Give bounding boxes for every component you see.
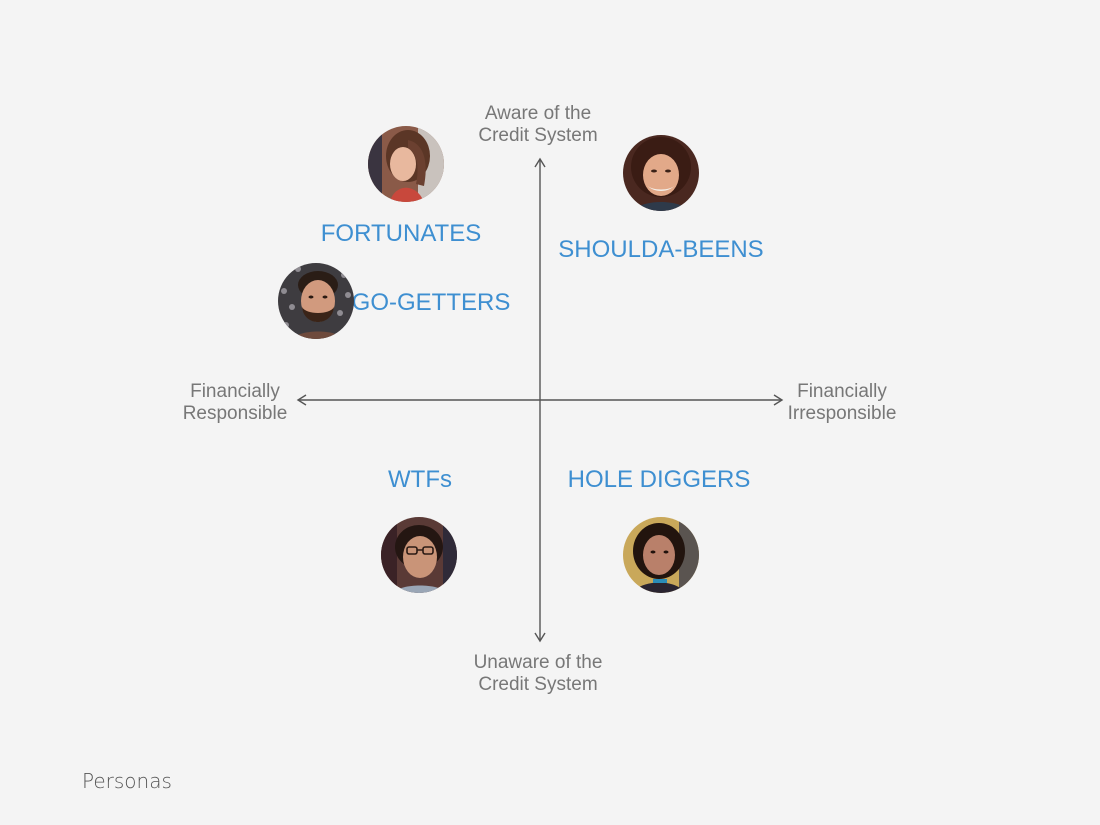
arrow-down-icon bbox=[534, 632, 546, 643]
persona-label-wtfs: WTFs bbox=[388, 466, 452, 493]
portrait-fortunates-image bbox=[368, 126, 444, 202]
avatar-hole-diggers bbox=[623, 517, 699, 593]
persona-label-fortunates: FORTUNATES bbox=[320, 220, 482, 247]
arrow-left-icon bbox=[296, 394, 307, 406]
axis-label-left-line2: Responsible bbox=[182, 403, 288, 424]
axis-label-top-line1: Aware of the bbox=[484, 103, 592, 124]
axis-label-left-line1: Financially bbox=[190, 381, 280, 402]
persona-label-go-getters: GO-GETTERS bbox=[351, 289, 511, 316]
axis-label-top: Aware of the Credit System bbox=[458, 103, 618, 147]
persona-label-hole-diggers: HOLE DIGGERS bbox=[567, 466, 751, 493]
axis-label-bottom: Unaware of the Credit System bbox=[458, 652, 618, 696]
portrait-hole-diggers-image bbox=[623, 517, 699, 593]
avatar-shoulda-beens bbox=[623, 135, 699, 211]
avatar-go-getters bbox=[278, 263, 354, 339]
slide-title: Personas bbox=[82, 769, 172, 793]
portrait-shoulda-beens-image bbox=[623, 135, 699, 211]
axis-label-right-line2: Irresponsible bbox=[787, 403, 897, 424]
avatar-wtfs bbox=[381, 517, 457, 593]
axis-label-right-line1: Financially bbox=[797, 381, 887, 402]
axis-label-bottom-line2: Credit System bbox=[478, 674, 598, 695]
portrait-go-getters-image bbox=[278, 263, 354, 339]
axis-label-left: Financially Responsible bbox=[165, 381, 305, 425]
arrow-up-icon bbox=[534, 157, 546, 168]
persona-label-shoulda-beens: SHOULDA-BEENS bbox=[558, 236, 764, 263]
portrait-wtfs-image bbox=[381, 517, 457, 593]
avatar-fortunates bbox=[368, 126, 444, 202]
axis-label-top-line2: Credit System bbox=[478, 125, 598, 146]
arrow-right-icon bbox=[773, 394, 784, 406]
axis-label-right: Financially Irresponsible bbox=[772, 381, 912, 425]
axis-label-bottom-line1: Unaware of the bbox=[473, 652, 603, 673]
